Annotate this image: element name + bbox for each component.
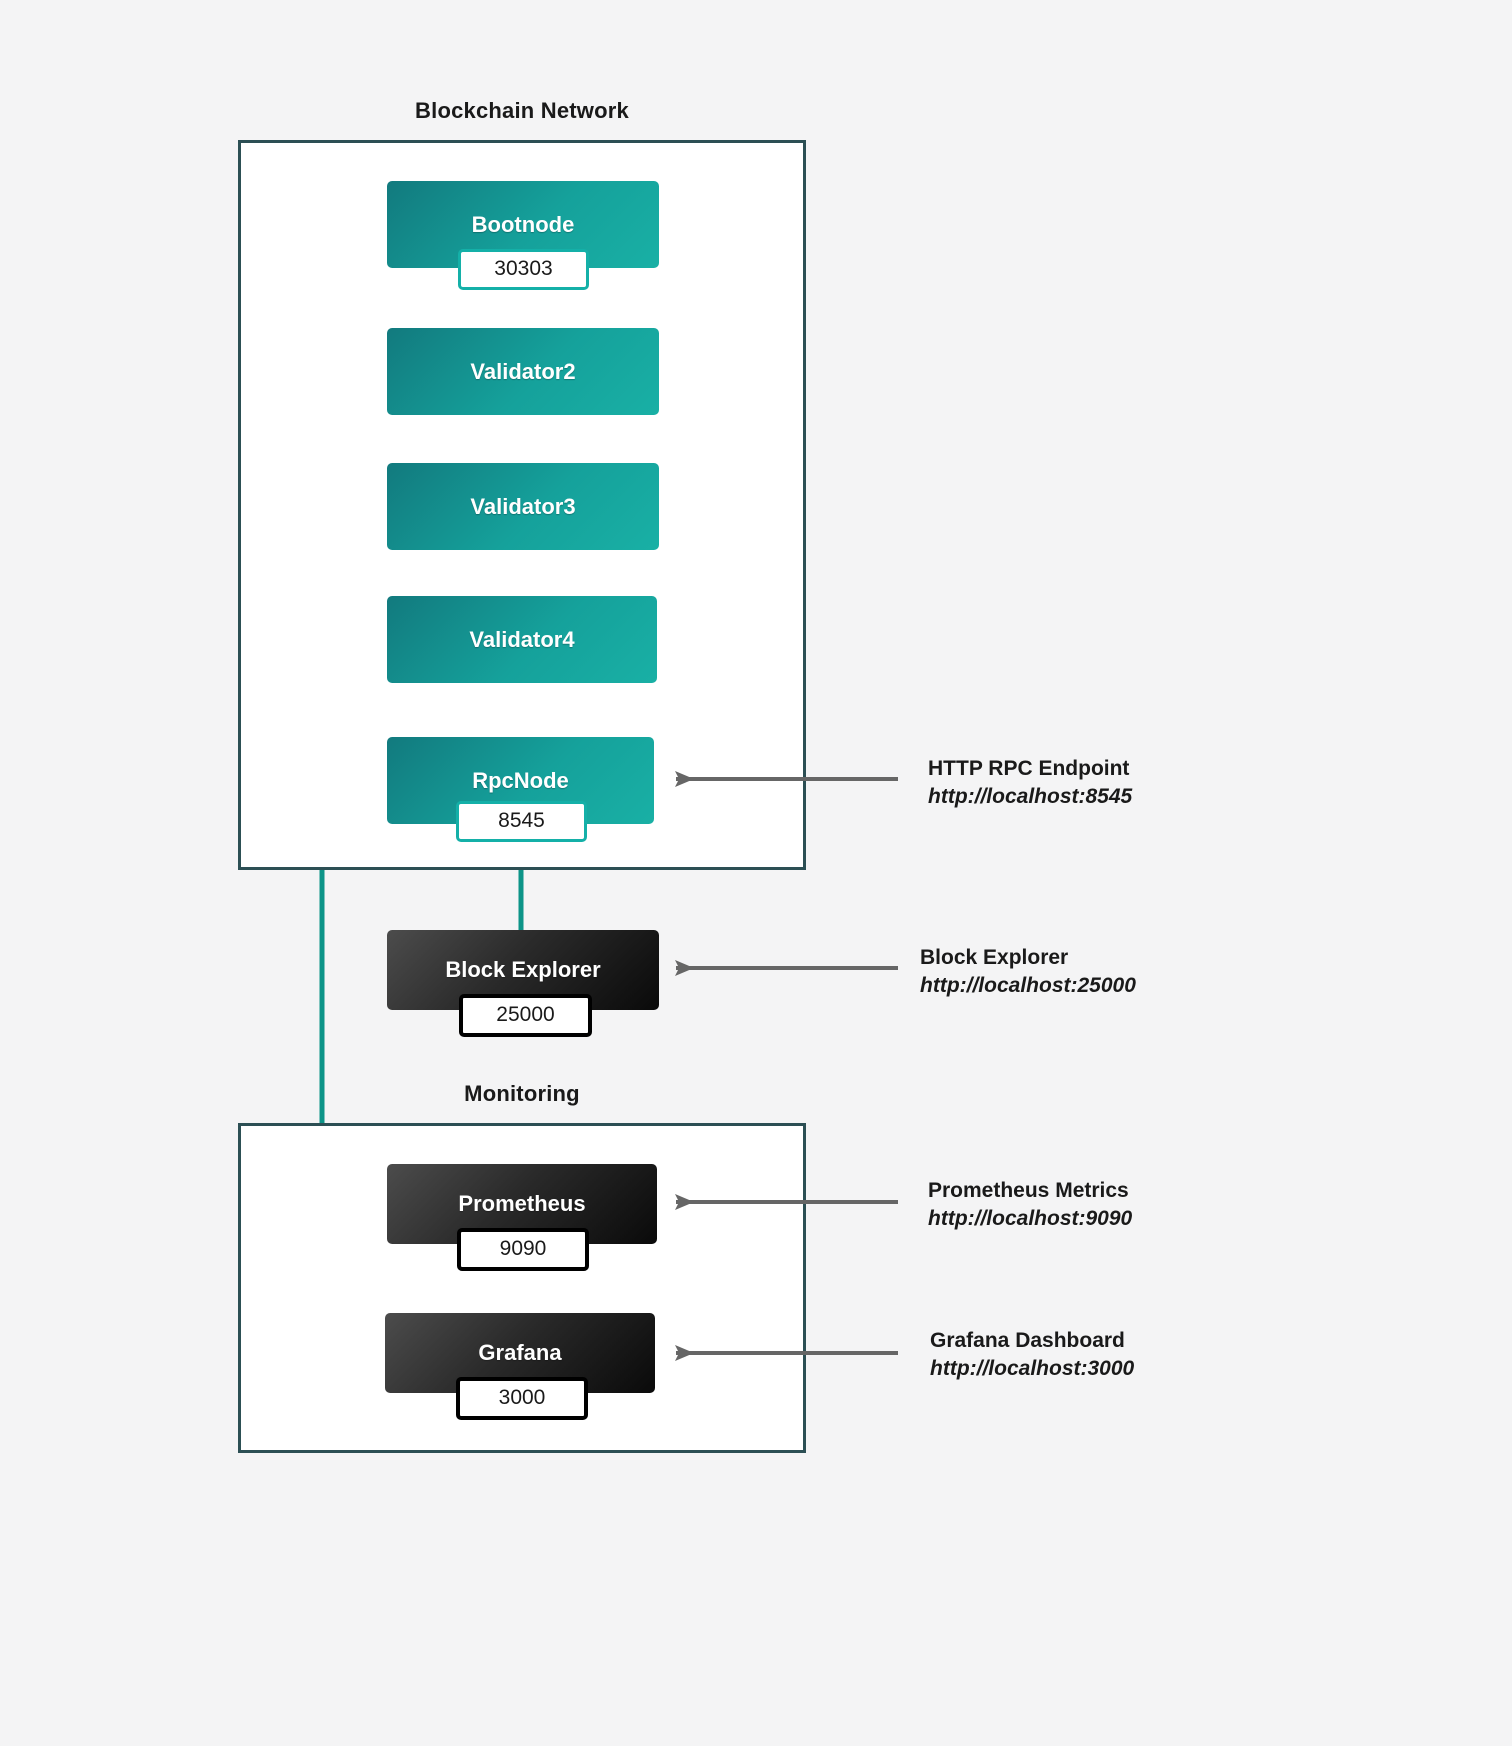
annotation-prometheus-metrics: Prometheus Metrics http://localhost:9090	[928, 1177, 1132, 1233]
node-validator2[interactable]: Validator2	[387, 328, 659, 415]
node-validator2-label: Validator2	[470, 358, 576, 384]
node-block-explorer-label: Block Explorer	[445, 957, 601, 982]
node-rpcnode-port: 8545	[456, 801, 587, 842]
node-prometheus-label: Prometheus	[458, 1191, 586, 1216]
node-bootnode-label: Bootnode	[471, 211, 575, 237]
node-grafana-label: Grafana	[478, 1340, 562, 1365]
annotation-rpc-endpoint-title: HTTP RPC Endpoint	[928, 757, 1130, 780]
node-validator3[interactable]: Validator3	[387, 463, 659, 550]
annotation-grafana-dashboard-title: Grafana Dashboard	[930, 1329, 1125, 1352]
node-rpcnode-label: RpcNode	[472, 767, 569, 793]
annotation-rpc-endpoint: HTTP RPC Endpoint http://localhost:8545	[928, 755, 1132, 811]
annotation-block-explorer: Block Explorer http://localhost:25000	[920, 944, 1136, 1000]
annotation-grafana-dashboard: Grafana Dashboard http://localhost:3000	[930, 1327, 1134, 1383]
annotation-block-explorer-url: http://localhost:25000	[920, 974, 1136, 997]
node-prometheus-port: 9090	[457, 1228, 589, 1271]
annotation-rpc-endpoint-url: http://localhost:8545	[928, 785, 1133, 808]
annotation-block-explorer-title: Block Explorer	[920, 946, 1069, 969]
group-monitoring-title: Monitoring	[464, 1081, 580, 1106]
node-validator4-label: Validator4	[469, 626, 575, 652]
annotation-prometheus-metrics-title: Prometheus Metrics	[928, 1179, 1129, 1202]
node-validator4[interactable]: Validator4	[387, 596, 657, 683]
node-block-explorer-port: 25000	[459, 994, 592, 1037]
group-blockchain-network-title: Blockchain Network	[415, 98, 629, 123]
annotation-grafana-dashboard-url: http://localhost:3000	[930, 1357, 1135, 1380]
annotation-prometheus-metrics-url: http://localhost:9090	[928, 1207, 1133, 1230]
node-validator3-label: Validator3	[470, 493, 576, 519]
node-bootnode-port: 30303	[458, 249, 589, 290]
node-grafana-port: 3000	[456, 1377, 588, 1420]
